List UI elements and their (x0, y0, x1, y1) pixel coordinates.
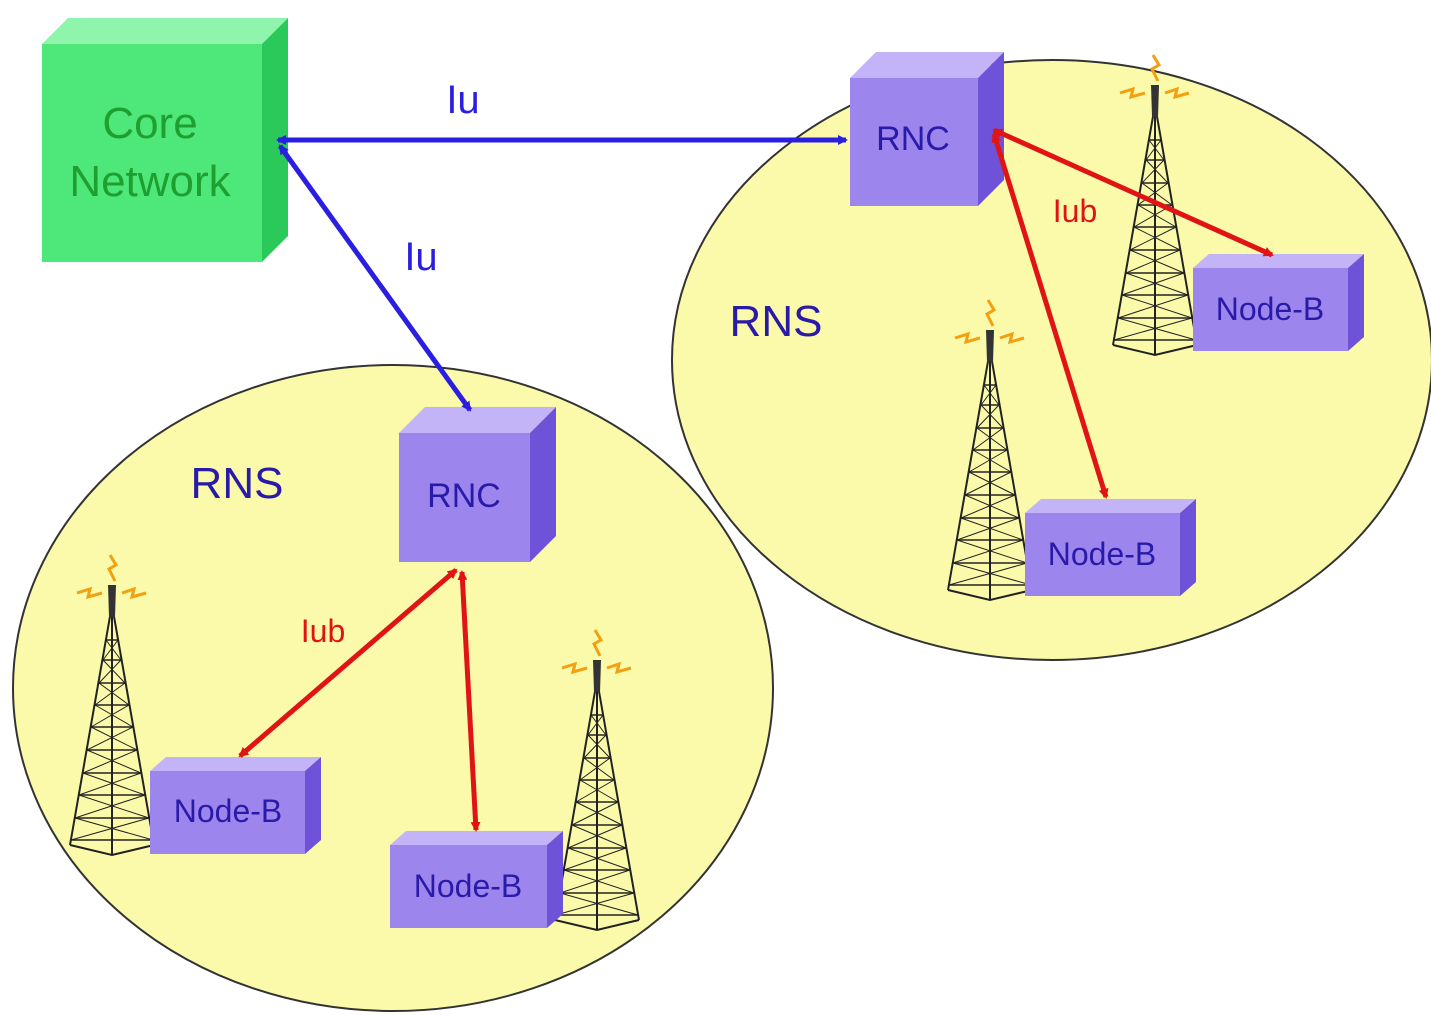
nodeb-box-right-bottom (1025, 499, 1196, 596)
iu-label-left: Iu (404, 235, 437, 279)
iub-link-rnc-left-to-nodeb-left (238, 568, 458, 758)
nodeb-label-right-top: Node-B (1216, 291, 1325, 327)
rnc-label-left: RNC (427, 477, 501, 515)
iub-link-rnc-left-to-nodeb-right (457, 570, 481, 832)
iub-link-rnc-right-to-nodeb-bottom (991, 132, 1109, 499)
nodeb-box-left-right (390, 831, 563, 928)
iu-label-top: Iu (446, 78, 479, 122)
core-network-label-line1: Core (102, 99, 197, 148)
nodeb-label-left-right: Node-B (414, 868, 523, 904)
core-network-box (42, 18, 288, 262)
nodeb-box-left-left (150, 757, 321, 854)
rnc-box-right (850, 52, 1004, 206)
nodeb-label-left-left: Node-B (174, 793, 283, 829)
rnc-box-left (399, 407, 556, 562)
core-network-label-line2: Network (69, 157, 231, 206)
rnc-label-right: RNC (876, 120, 950, 158)
nodeb-box-right-top (1193, 254, 1364, 351)
nodeb-label-right-bottom: Node-B (1048, 536, 1157, 572)
iu-link-core-to-rnc-left (277, 144, 473, 412)
iub-label-left: Iub (301, 613, 345, 649)
rns-label-right: RNS (730, 297, 823, 346)
rns-label-left: RNS (191, 459, 284, 508)
iub-label-right: Iub (1053, 193, 1097, 229)
